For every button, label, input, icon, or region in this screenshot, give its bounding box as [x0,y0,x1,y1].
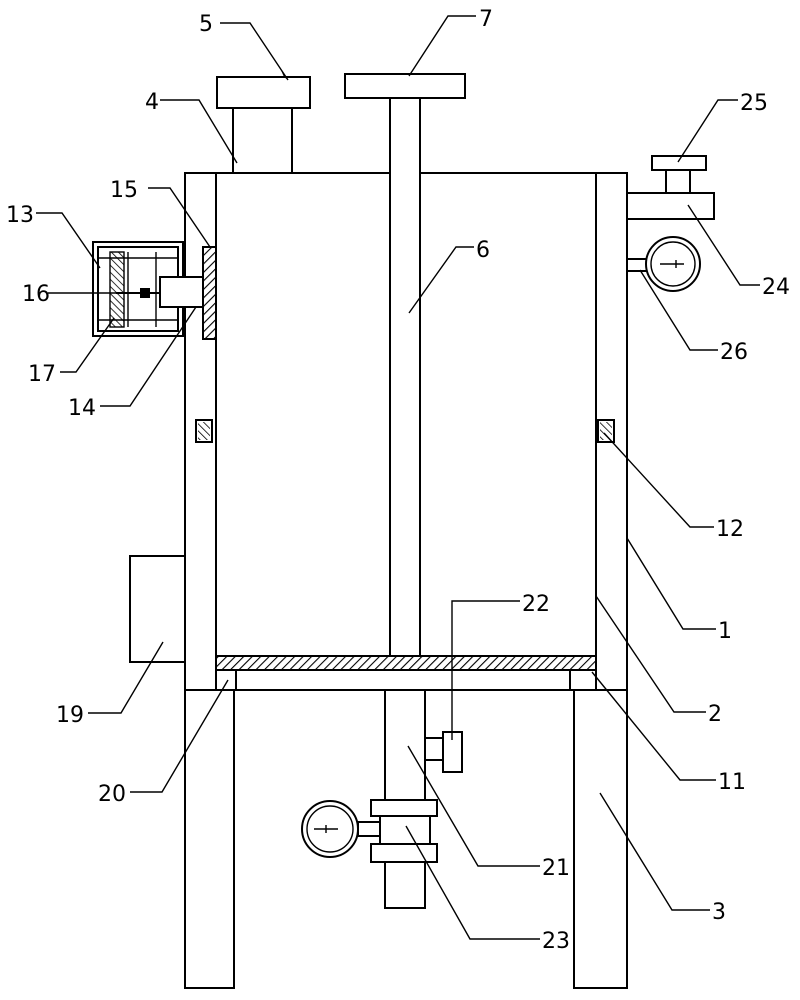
pressure-gauge-top [626,236,701,292]
flange-middle [379,815,431,845]
flange-upper [370,799,438,817]
push-rod [159,276,204,308]
side-outlet-pipe [626,192,715,220]
label-2: 2 [708,702,722,727]
label-16: 16 [22,282,50,307]
label-23: 23 [542,929,570,954]
discharge-pipe [384,689,426,909]
label-19: 19 [56,703,84,728]
label-13: 13 [6,203,34,228]
label-14: 14 [68,396,96,421]
filter-plate [215,655,597,691]
label-26: 26 [720,340,748,365]
label-25: 25 [740,91,768,116]
control-box [129,555,186,663]
label-21: 21 [542,856,570,881]
side-block-right [597,419,615,443]
label-7: 7 [479,7,493,32]
cylinder-piston [98,251,178,328]
leader-lines [36,15,760,940]
pressure-gauge-bottom [301,800,381,858]
discharge-valve [424,731,463,773]
support-legs [184,689,628,989]
label-17: 17 [28,362,56,387]
scraper-plate [202,246,217,340]
label-6: 6 [476,238,490,263]
label-3: 3 [712,900,726,925]
motor-plate [344,73,466,99]
label-11: 11 [718,770,746,795]
label-15: 15 [110,178,138,203]
label-1: 1 [718,619,732,644]
reference-numerals: 5 7 4 25 15 13 6 24 16 26 17 14 12 22 1 … [6,7,790,954]
flange-lower [370,843,438,863]
label-5: 5 [199,12,213,37]
stirring-shaft [389,97,421,657]
label-20: 20 [98,782,126,807]
outlet-valve [651,155,707,194]
feed-cap [216,76,311,109]
side-block-left [195,419,213,443]
label-24: 24 [762,275,790,300]
label-22: 22 [522,592,550,617]
label-12: 12 [716,517,744,542]
feed-pipe [232,107,293,174]
label-4: 4 [145,90,159,115]
